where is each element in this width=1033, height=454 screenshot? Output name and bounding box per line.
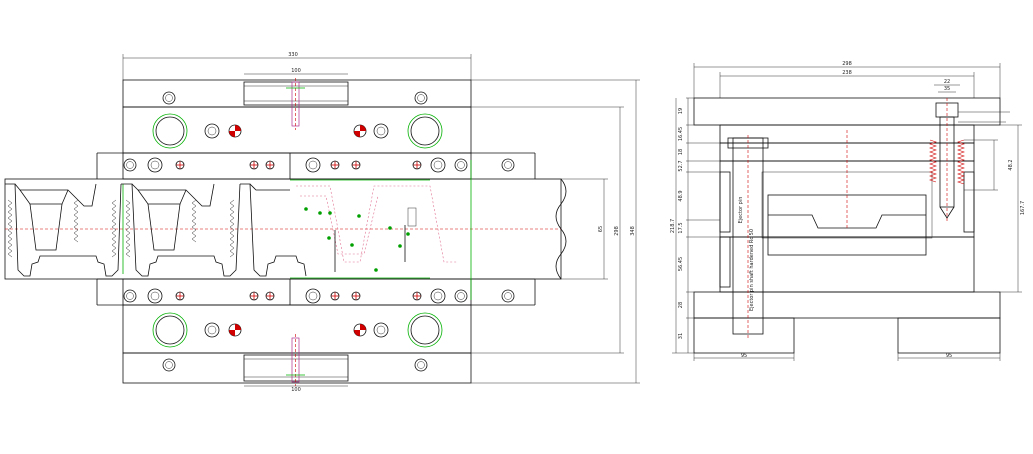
guide-bushings bbox=[152, 113, 443, 348]
dowel-pins bbox=[228, 124, 367, 337]
top-clamp-plate bbox=[122, 79, 472, 108]
h-9-label: 31 bbox=[678, 333, 684, 339]
right-b-label: 167.7 bbox=[1020, 201, 1026, 215]
h-2-label: 16.45 bbox=[678, 127, 684, 141]
side-plate-lower bbox=[719, 236, 975, 293]
bottom-slot-label: 100 bbox=[291, 387, 301, 393]
overall-width-dimension: 330 bbox=[122, 52, 472, 80]
side-inner-width-label: 238 bbox=[842, 70, 852, 76]
foot-right-label: 95 bbox=[946, 353, 952, 359]
right-height-mid-label: 298 bbox=[614, 226, 620, 236]
annotation-1: Ejector pin bbox=[738, 197, 744, 224]
bolt-head-label: 22 bbox=[944, 79, 950, 85]
side-bottom-plate bbox=[693, 291, 1001, 319]
upper-cavity-plate bbox=[122, 152, 472, 180]
center-marks bbox=[176, 161, 421, 300]
bottom-clamp-plate bbox=[122, 352, 472, 384]
side-view: 298 238 22 35 bbox=[670, 61, 1026, 361]
h-4-label: 52.7 bbox=[678, 160, 684, 171]
side-foot-left bbox=[693, 317, 795, 354]
side-foot-dimensions: 95 95 bbox=[693, 353, 1001, 361]
side-bolt bbox=[929, 98, 1010, 222]
h-top-label: 19 bbox=[678, 108, 684, 114]
pilot-dots bbox=[304, 207, 410, 272]
strip-profile bbox=[5, 178, 567, 280]
right-height-dimensions: 348 298 65 bbox=[471, 79, 640, 384]
overall-width-label: 330 bbox=[288, 52, 298, 58]
side-top-dimensions: 298 238 22 35 bbox=[693, 61, 1001, 98]
overall-height-label: 218.7 bbox=[670, 219, 676, 233]
h-8-label: 28 bbox=[678, 302, 684, 308]
side-foot-right bbox=[897, 317, 1001, 354]
side-right-dimensions: 48.2 167.7 bbox=[964, 124, 1026, 293]
bolt-circles-small bbox=[175, 160, 422, 301]
top-slot-dimension: 100 bbox=[244, 68, 348, 75]
central-bolts bbox=[286, 78, 305, 386]
side-left-dimensions: 19 16.45 18 52.7 48.9 17.5 56.45 28 31 2… bbox=[670, 97, 720, 354]
upper-plate bbox=[122, 106, 472, 154]
annotation-2: Ejector pin shaft hardened Rc 50 bbox=[749, 229, 755, 311]
h-6-label: 17.5 bbox=[678, 222, 684, 233]
top-view: 330 100 bbox=[4, 52, 640, 393]
h-5-label: 48.9 bbox=[678, 190, 684, 201]
top-slot bbox=[243, 81, 349, 106]
right-height-outer-label: 348 bbox=[630, 226, 636, 236]
top-slot-label: 100 bbox=[291, 68, 301, 74]
bolt-shank-label: 35 bbox=[944, 86, 950, 92]
screws bbox=[123, 91, 515, 372]
h-3-label: 18 bbox=[678, 149, 684, 155]
side-pillar-left bbox=[719, 171, 731, 233]
right-height-inner-label: 65 bbox=[598, 226, 604, 232]
right-a-label: 48.2 bbox=[1008, 159, 1014, 170]
bottom-slot-dimension: 100 bbox=[244, 385, 348, 393]
h-7-label: 56.45 bbox=[678, 257, 684, 271]
bottom-slot bbox=[243, 354, 349, 382]
side-overall-width-label: 298 bbox=[842, 61, 852, 67]
side-ejector-pin: Ejector pin Ejector pin shaft hardened R… bbox=[727, 135, 769, 338]
foot-left-label: 95 bbox=[741, 353, 747, 359]
